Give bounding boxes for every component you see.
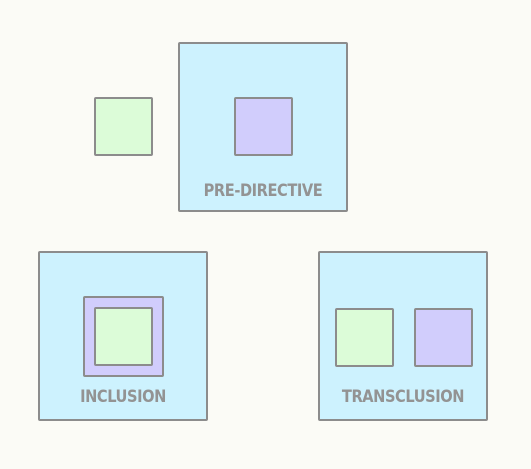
pre-directive-purple-block: [234, 97, 293, 156]
transclusion-label: TRANSCLUSION: [341, 387, 465, 407]
inclusion-label: INCLUSION: [80, 387, 166, 407]
pre-directive-panel: PRE-DIRECTIVE: [178, 42, 348, 212]
pre-directive-label: PRE-DIRECTIVE: [203, 181, 323, 201]
inclusion-panel: INCLUSION: [38, 251, 208, 421]
transclusion-purple-block: [414, 308, 473, 367]
transclusion-green-block: [335, 308, 394, 367]
transclusion-panel: TRANSCLUSION: [318, 251, 488, 421]
external-green-block: [94, 97, 153, 156]
inclusion-green-block: [94, 307, 153, 366]
inclusion-purple-block: [83, 296, 164, 377]
